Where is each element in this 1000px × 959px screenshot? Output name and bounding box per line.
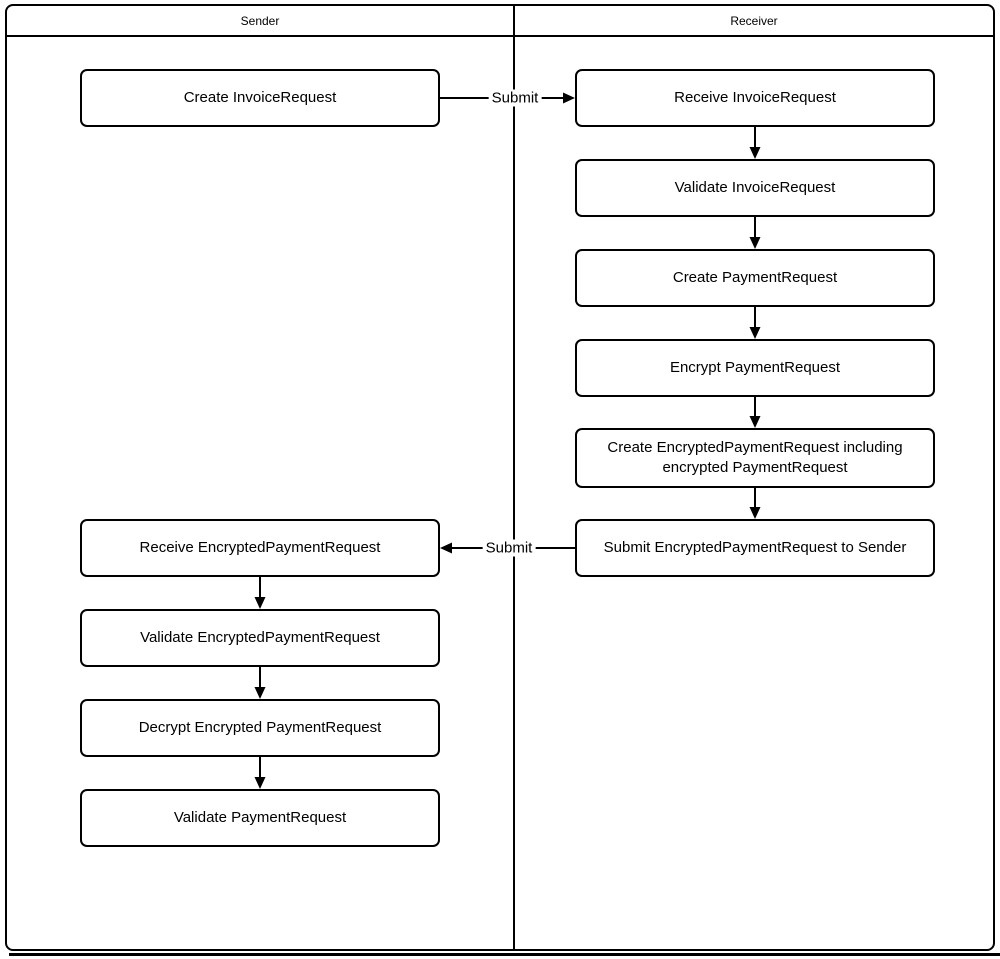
edge-sender-step2-arrowhead-icon: [254, 687, 266, 699]
lane-header-separator: [5, 35, 995, 37]
node-validate-invoice-request: Validate InvoiceRequest: [575, 159, 935, 217]
node-validate-payment-request: Validate PaymentRequest: [80, 789, 440, 847]
edge-receiver-step5-arrowhead-icon: [749, 507, 761, 519]
lane-header-receiver-label: Receiver: [730, 13, 778, 28]
node-create-encrypted-payment-request: Create EncryptedPaymentRequest including…: [575, 428, 935, 488]
node-validate-encrypted-payment-request: Validate EncryptedPaymentRequest: [80, 609, 440, 667]
edge-receiver-step1-arrowhead-icon: [749, 147, 761, 159]
node-label: Create EncryptedPaymentRequest including…: [607, 438, 903, 476]
edge-receiver-step3-arrowhead-icon: [749, 327, 761, 339]
edge-sender-step3-arrowhead-icon: [254, 777, 266, 789]
edge-submit-payment-arrowhead-icon: [440, 542, 452, 554]
node-label: Decrypt Encrypted PaymentRequest: [138, 718, 382, 736]
node-receive-encrypted-payment-request: Receive EncryptedPaymentRequest: [80, 519, 440, 577]
edge-receiver-step2-arrowhead-icon: [749, 237, 761, 249]
node-label: Receive InvoiceRequest: [674, 88, 836, 106]
node-label: Validate PaymentRequest: [173, 808, 347, 826]
node-label: Validate EncryptedPaymentRequest: [140, 628, 380, 646]
node-submit-encrypted-payment-request: Submit EncryptedPaymentRequest to Sender: [575, 519, 935, 577]
edge-label-submit-payment: Submit: [482, 539, 536, 557]
lane-header-sender: Sender: [7, 6, 513, 35]
edge-receiver-step4-arrowhead-icon: [749, 416, 761, 428]
node-label: Create PaymentRequest: [672, 268, 838, 286]
edge-sender-step1-arrowhead-icon: [254, 597, 266, 609]
node-label: Submit EncryptedPaymentRequest to Sender: [603, 538, 907, 556]
node-create-invoice-request: Create InvoiceRequest: [80, 69, 440, 127]
node-encrypt-payment-request: Encrypt PaymentRequest: [575, 339, 935, 397]
node-label: Create InvoiceRequest: [183, 88, 337, 106]
frame-bottom-shadow: [9, 953, 1000, 956]
edge-submit-invoice-arrowhead-icon: [563, 92, 575, 104]
lane-header-receiver: Receiver: [515, 6, 993, 35]
node-label: Validate InvoiceRequest: [674, 178, 836, 196]
node-receive-invoice-request: Receive InvoiceRequest: [575, 69, 935, 127]
node-create-payment-request: Create PaymentRequest: [575, 249, 935, 307]
node-label: Receive EncryptedPaymentRequest: [139, 538, 381, 556]
lane-divider: [513, 4, 515, 951]
diagram-frame: [5, 4, 995, 951]
node-decrypt-encrypted-payment-request: Decrypt Encrypted PaymentRequest: [80, 699, 440, 757]
lane-header-sender-label: Sender: [240, 13, 280, 28]
node-label: Encrypt PaymentRequest: [669, 358, 841, 376]
edge-label-submit-invoice: Submit: [488, 89, 542, 107]
